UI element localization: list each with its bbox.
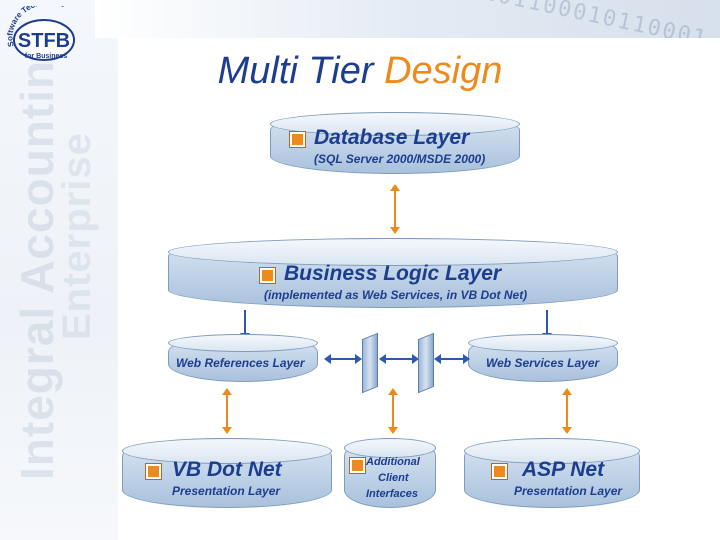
asp-net-cylinder: ASP Net Presentation Layer [464,438,640,508]
business-logic-layer-cylinder: Business Logic Layer (implemented as Web… [168,238,618,308]
vb-dot-net-subtitle: Presentation Layer [172,484,281,498]
firewall-panel-left [362,332,378,394]
logo-sub-text: for Business [25,53,68,60]
database-layer-subtitle: (SQL Server 2000/MSDE 2000) [314,152,486,166]
database-layer-cylinder: Database Layer (SQL Server 2000/MSDE 200… [270,112,520,174]
additional-bullet-icon [350,458,365,473]
panel-additional-arrow [388,388,398,434]
asp-net-subtitle: Presentation Layer [514,484,623,498]
asp-bullet-icon [492,464,507,479]
vb-dot-net-cylinder: VB Dot Net Presentation Layer [122,438,332,508]
additional-line-3: Interfaces [366,488,418,500]
binary-decor-text: 0101100010110001 [466,0,710,38]
additional-line-1: Additional [366,456,420,468]
web-services-title: Web Services Layer [486,356,600,370]
additional-client-interfaces-cylinder: Additional Client Interfaces [344,438,436,508]
webref-vb-arrow [222,388,232,434]
left-decor-band: Integral Accounting Enterprise [0,0,118,540]
header-decor-strip: 0101100010110001 [95,0,720,38]
additional-line-2: Client [378,472,409,484]
panel-panel-arrow [379,354,419,364]
firewall-panel-right [418,332,434,394]
websvc-asp-arrow [562,388,572,434]
logo-text: STFB [18,30,70,52]
stfb-logo: STFB Software Technology for Business [6,6,75,61]
vb-bullet-icon [146,464,161,479]
title-part-2: Design [384,50,503,92]
webref-panel-arrow [324,354,362,364]
web-references-layer-cylinder: Web References Layer [168,334,318,382]
background-vertical-text-2: Enterprise [55,132,99,340]
asp-net-title: ASP Net [522,458,605,481]
business-websvc-arrow [542,310,552,340]
business-layer-subtitle: (implemented as Web Services, in VB Dot … [264,288,528,302]
page-title: Multi Tier Design [0,50,720,93]
business-webref-arrow [240,310,250,340]
web-references-title: Web References Layer [176,356,305,370]
database-layer-title: Database Layer [314,126,470,149]
business-layer-title: Business Logic Layer [284,262,502,285]
title-part-1: Multi Tier [217,50,374,92]
panel-websvc-arrow [434,354,470,364]
vb-dot-net-title: VB Dot Net [172,458,282,481]
web-services-layer-cylinder: Web Services Layer [468,334,618,382]
business-bullet-icon [260,268,275,283]
db-business-arrow [390,184,400,234]
database-bullet-icon [290,132,305,147]
